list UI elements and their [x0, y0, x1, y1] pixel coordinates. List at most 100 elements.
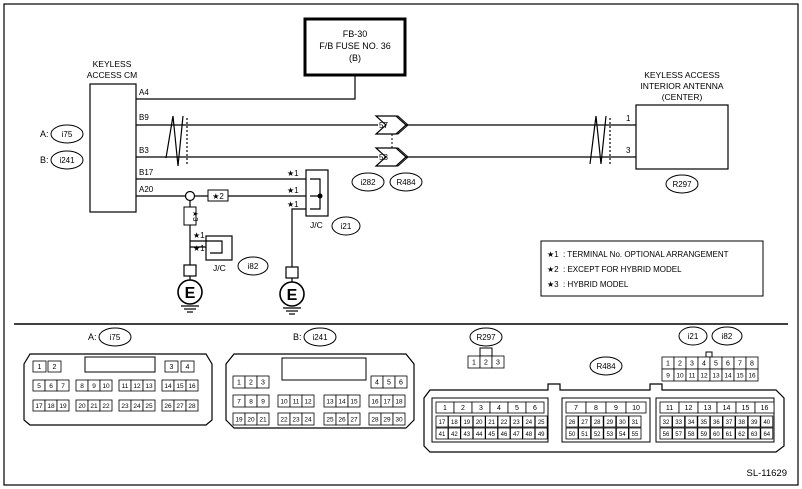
- pin-i241-5: 5: [382, 375, 396, 389]
- svg-text:19: 19: [463, 420, 470, 426]
- pin-r484-34: 34: [684, 415, 698, 428]
- pin-r484-53: 53: [603, 427, 617, 440]
- svg-text:52: 52: [594, 432, 601, 438]
- junction-connector-i82: ★1 ★1 J/C: [190, 231, 233, 273]
- pin-r484-24: 24: [522, 415, 536, 428]
- star1-label-2: ★1: [287, 186, 299, 195]
- svg-text:24: 24: [525, 420, 532, 426]
- pin-r484-7: 7: [565, 401, 587, 414]
- svg-text:54: 54: [619, 432, 626, 438]
- svg-text:7: 7: [574, 405, 578, 412]
- ground-left-label: E: [185, 285, 196, 302]
- wires: [136, 75, 636, 267]
- pin-r484-33: 33: [672, 415, 685, 428]
- pin-a20: A20: [139, 185, 154, 194]
- pin-i241-30: 30: [392, 412, 406, 426]
- pin-r484-50: 50: [565, 427, 579, 440]
- svg-text:1: 1: [666, 361, 670, 368]
- pin-i75-12: 12: [130, 379, 144, 392]
- svg-text:10: 10: [280, 399, 288, 406]
- svg-text:33: 33: [675, 420, 682, 426]
- svg-text:20: 20: [476, 420, 483, 426]
- svg-text:60: 60: [713, 432, 720, 438]
- pin-i241-15: 15: [347, 394, 361, 408]
- pin-r484-55: 55: [628, 427, 642, 440]
- star1-label-1: ★1: [287, 169, 299, 178]
- svg-text:6: 6: [533, 405, 537, 412]
- svg-text:13: 13: [712, 373, 720, 380]
- pin-r484-49: 49: [534, 427, 548, 440]
- pin-r484-39: 39: [747, 415, 761, 428]
- pin-i241-14: 14: [335, 394, 349, 408]
- fuse-box-line2: F/B FUSE NO. 36: [319, 41, 391, 51]
- svg-text:39: 39: [751, 420, 758, 426]
- figure-code: SL-11629: [747, 468, 788, 479]
- pin-i21-5: 5: [709, 356, 723, 370]
- pin-r484-18: 18: [447, 415, 461, 428]
- pin-r484-9: 9: [605, 401, 627, 414]
- conn-oval-r297: R297: [476, 333, 496, 342]
- svg-text:14: 14: [723, 405, 731, 412]
- pin-i241-21: 21: [256, 412, 270, 426]
- svg-text:34: 34: [688, 420, 695, 426]
- svg-text:11: 11: [689, 373, 696, 380]
- svg-text:28: 28: [188, 403, 196, 410]
- svg-text:3: 3: [170, 364, 174, 371]
- pin-i21-6: 6: [721, 356, 735, 370]
- svg-text:6: 6: [726, 361, 730, 368]
- svg-text:22: 22: [102, 403, 110, 410]
- conn-b-prefix: B:: [293, 332, 302, 342]
- pin-r484-57: 57: [672, 427, 685, 440]
- pin-i75-2: 2: [47, 360, 62, 373]
- pin-r484-37: 37: [722, 415, 736, 428]
- svg-text:36: 36: [713, 420, 720, 426]
- pin-i241-8: 8: [244, 394, 258, 408]
- pin-i21-2: 2: [673, 356, 687, 370]
- svg-text:17: 17: [35, 403, 43, 410]
- star2-box-label: ★2: [212, 192, 224, 201]
- svg-text:2: 2: [249, 380, 253, 387]
- pin-i75-27: 27: [173, 399, 187, 412]
- pin-i241-11: 11: [289, 394, 303, 408]
- pin-r297-1: 1: [467, 355, 481, 369]
- svg-text:16: 16: [188, 383, 196, 390]
- svg-text:19: 19: [235, 417, 243, 424]
- cm-label-2: ACCESS CM: [87, 70, 138, 80]
- oval-i82: i82: [248, 262, 259, 271]
- pin-r297-2: 2: [479, 355, 493, 369]
- ground-right: E: [279, 266, 305, 315]
- pin-i241-6: 6: [394, 375, 408, 389]
- pin-i241-24: 24: [301, 412, 315, 426]
- connector-i241-body: [225, 353, 415, 429]
- fuse-box: FB-30 F/B FUSE NO. 36 (B): [303, 17, 407, 77]
- pin-r484-17: 17: [435, 415, 449, 428]
- svg-text:18: 18: [47, 403, 55, 410]
- antenna-label-1: KEYLESS ACCESS: [644, 70, 720, 80]
- pin-r484-30: 30: [616, 415, 629, 428]
- svg-text:26: 26: [338, 417, 346, 424]
- twisted-pair-right: [589, 115, 611, 165]
- star1-label-5: ★1: [193, 244, 205, 253]
- pin-i241-26: 26: [335, 412, 349, 426]
- svg-text:62: 62: [738, 432, 745, 438]
- pin-i241-13: 13: [323, 394, 337, 408]
- svg-text:9: 9: [261, 399, 265, 406]
- svg-text:31: 31: [632, 420, 639, 426]
- pin-58: 58: [379, 153, 388, 162]
- pin-r484-42: 42: [447, 427, 461, 440]
- pin-r484-1: 1: [435, 401, 455, 414]
- conn-oval-r484: R484: [596, 362, 616, 371]
- star1-label-3: ★1: [287, 200, 299, 209]
- pin-r484-28: 28: [590, 415, 604, 428]
- pin-i75-4: 4: [180, 360, 195, 373]
- svg-text:8: 8: [249, 399, 253, 406]
- pin-r484-36: 36: [710, 415, 723, 428]
- pin-r484-48: 48: [522, 427, 536, 440]
- svg-text:11: 11: [666, 405, 673, 412]
- pin-r297-3: 3: [491, 355, 505, 369]
- svg-text:15: 15: [176, 383, 184, 390]
- pin-i75-20: 20: [75, 399, 89, 412]
- pin-r484-43: 43: [460, 427, 474, 440]
- pin-r484-15: 15: [735, 401, 756, 414]
